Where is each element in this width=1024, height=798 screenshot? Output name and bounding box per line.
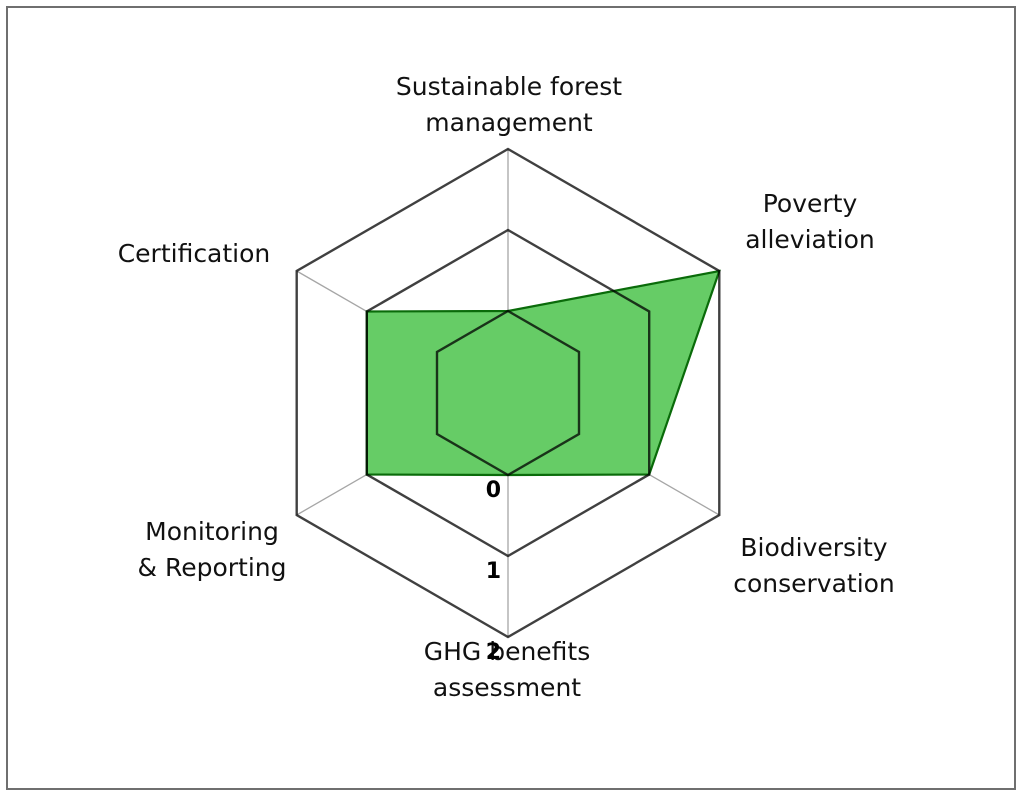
radial-tick-label: 0 [486, 478, 501, 503]
axis-category-label: Monitoring& Reporting [138, 517, 287, 582]
series-area [365, 269, 721, 477]
grid-ring-2 [295, 147, 721, 639]
radial-tick-label: 1 [486, 559, 501, 584]
grid-ring-1 [365, 228, 651, 558]
radial-tick-label: 2 [486, 640, 501, 665]
axis-category-label: Certification [118, 239, 271, 268]
grid-ring-0 [435, 309, 581, 477]
